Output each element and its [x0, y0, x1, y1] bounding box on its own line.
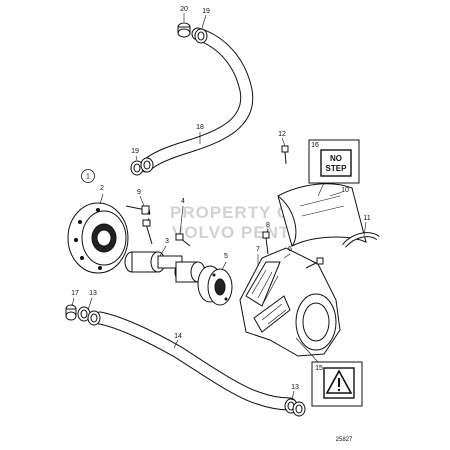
callout-19-top: 19: [202, 8, 210, 15]
bolt-4-left: [142, 219, 153, 245]
callout-16: 16: [311, 142, 319, 149]
callout-8: 8: [266, 222, 270, 229]
drawing-number: 25827: [336, 437, 353, 443]
upper-fitting-20: [177, 22, 191, 38]
callout-9: 9: [137, 189, 141, 196]
callout-12: 12: [278, 131, 286, 138]
callout-13-left: 13: [89, 290, 97, 297]
leader-lines: [71, 13, 367, 401]
callout-10: 10: [341, 187, 349, 194]
callout-13-right: 13: [291, 384, 299, 391]
cover: [277, 183, 367, 247]
callout-6: 6: [288, 246, 292, 253]
lower-hose: [93, 311, 297, 411]
bolt-4-right: [175, 233, 191, 247]
callout-17: 17: [71, 290, 79, 297]
callout-4-left: 4: [147, 210, 151, 217]
callout-4-right: 4: [181, 198, 185, 205]
bolt-right: [305, 257, 324, 269]
coupling-flange: [197, 265, 233, 306]
lower-hose-clamps-left: [77, 306, 101, 326]
watermark-line-1: PROPERTY OF: [170, 203, 303, 222]
upper-hose: [139, 27, 254, 173]
callout-14: 14: [174, 333, 182, 340]
flywheel-damper: [67, 202, 129, 274]
callout-5: 5: [224, 253, 228, 260]
housing: [239, 247, 341, 357]
bolt-12: [281, 145, 289, 165]
svg-text:1: 1: [86, 174, 90, 181]
callout-19-left: 19: [131, 148, 139, 155]
no-step-line-2: STEP: [326, 164, 348, 173]
callout-7: 7: [256, 246, 260, 253]
upper-hose-clamp-top: [194, 28, 208, 44]
callout-15: 15: [315, 365, 323, 372]
part-callouts: 1 2 3 4 4 5 6 7 8 9 10 11 12 13 13 14 15…: [71, 6, 371, 391]
no-step-line-1: NO: [330, 154, 342, 163]
fitting-17: [65, 304, 77, 321]
callout-11: 11: [363, 215, 370, 222]
bolt-8: [262, 231, 270, 255]
no-step-sign: NO STEP: [308, 139, 360, 197]
callout-2: 2: [100, 185, 104, 192]
seal-strip: [342, 232, 380, 248]
upper-hose-clamps-bottom: [130, 157, 154, 176]
callout-1: 1: [81, 169, 95, 183]
lower-hose-clamps-right: [284, 398, 306, 417]
watermark-line-2: VOLVO PENTA: [172, 223, 302, 242]
callout-3: 3: [165, 238, 169, 245]
bolt-9: [125, 205, 150, 215]
drive-shaft: [124, 251, 206, 283]
warning-sign: [295, 337, 363, 407]
callout-18: 18: [196, 124, 204, 131]
warning-triangle-icon: [325, 369, 353, 394]
callout-20: 20: [180, 6, 188, 13]
